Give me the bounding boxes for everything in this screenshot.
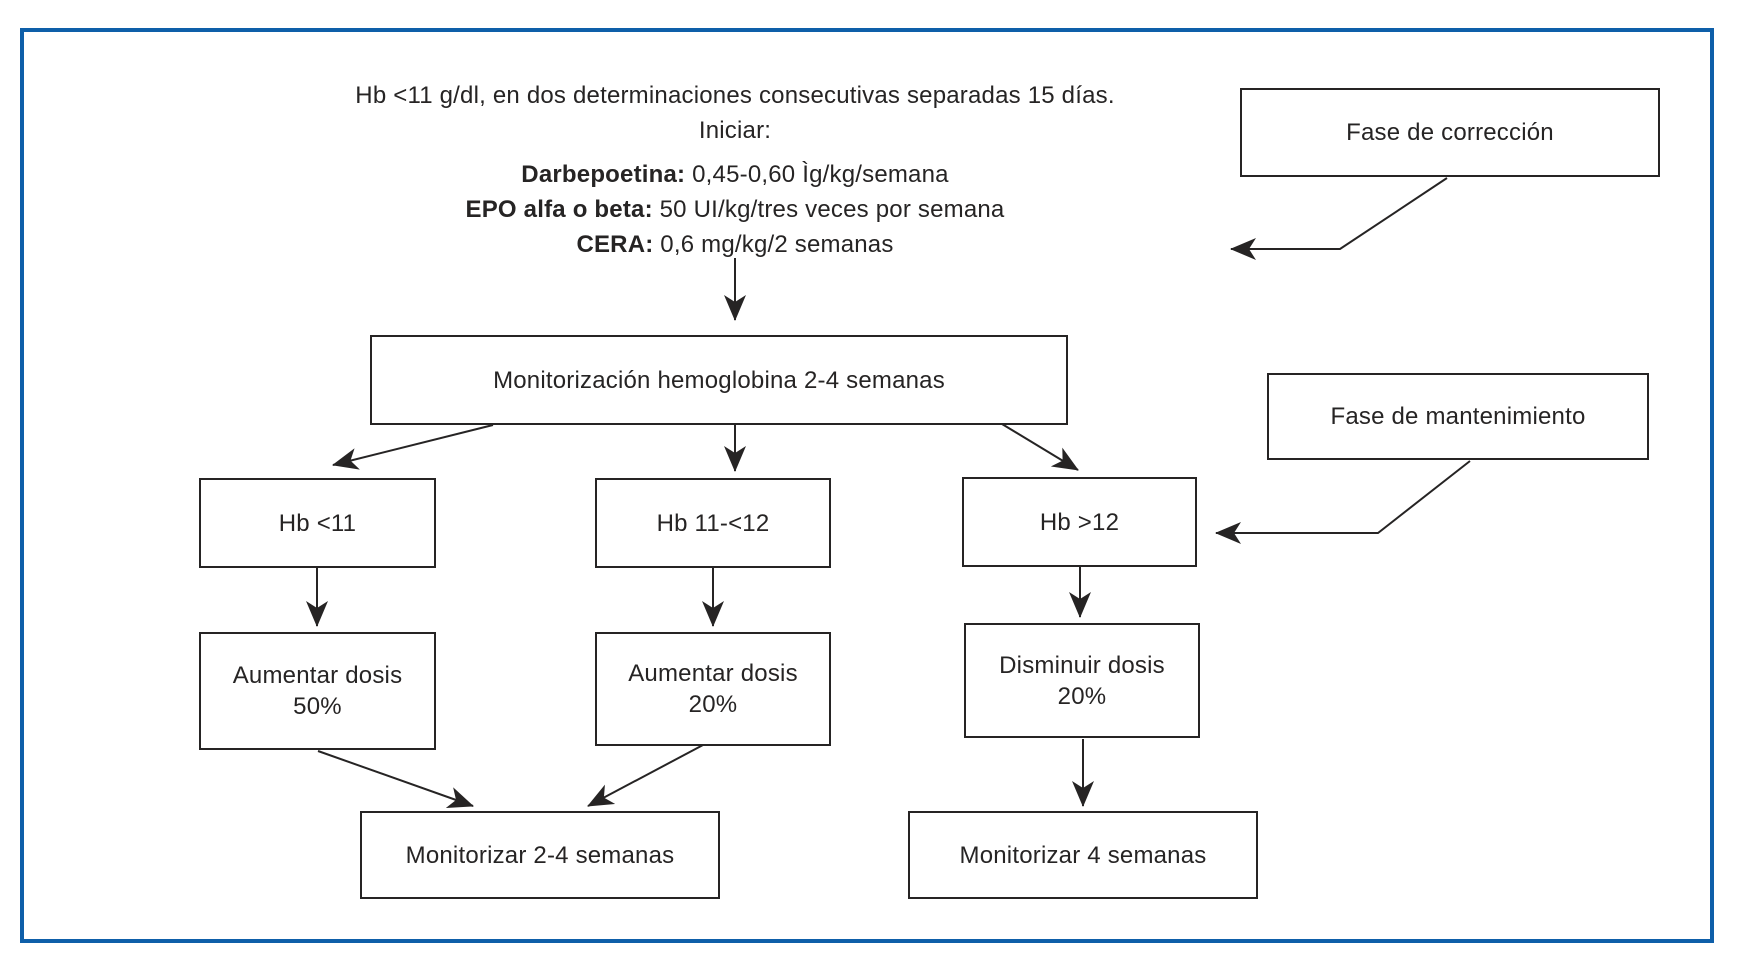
drug-epo: EPO alfa o beta: 50 UI/kg/tres veces por… xyxy=(235,192,1235,227)
phase-maintenance-box: Fase de mantenimiento xyxy=(1267,373,1649,460)
drug-cera: CERA: 0,6 mg/kg/2 semanas xyxy=(235,227,1235,262)
node-increase20-line2: 20% xyxy=(688,691,738,718)
node-increase20-line1: Aumentar dosis xyxy=(628,660,798,687)
drug-cera-dose: 0,6 mg/kg/2 semanas xyxy=(653,231,894,258)
node-monitor4: Monitorizar 4 semanas xyxy=(908,811,1258,899)
drug-cera-name: CERA: xyxy=(576,231,654,258)
drug-darbepoetina: Darbepoetina: 0,45-0,60 Ìg/kg/semana xyxy=(235,157,1235,192)
intro-text: Hb <11 g/dl, en dos determinaciones cons… xyxy=(235,78,1235,262)
node-increase50: Aumentar dosis 50% xyxy=(199,632,436,750)
node-decrease20: Disminuir dosis 20% xyxy=(964,623,1200,738)
node-decrease20-line2: 20% xyxy=(1057,682,1107,710)
node-hb-mid: Hb 11-<12 xyxy=(595,478,831,568)
node-monitor24-label: Monitorizar 2-4 semanas xyxy=(405,841,675,869)
intro-line-iniciar: Iniciar: xyxy=(698,117,772,144)
node-decrease20-line1: Disminuir dosis xyxy=(999,651,1165,679)
node-hb-mid-label: Hb 11-<12 xyxy=(656,509,770,537)
node-hb-high-label: Hb >12 xyxy=(1039,508,1120,536)
drug-list: Darbepoetina: 0,45-0,60 Ìg/kg/semana EPO… xyxy=(235,157,1235,262)
intro-line-criteria: Hb <11 g/dl, en dos determinaciones cons… xyxy=(355,82,1115,109)
drug-darbepoetina-dose: 0,45-0,60 Ìg/kg/semana xyxy=(685,161,949,188)
drug-epo-name: EPO alfa o beta: xyxy=(465,196,653,223)
node-increase20: Aumentar dosis 20% xyxy=(595,632,831,746)
phase-maintenance-label: Fase de mantenimiento xyxy=(1330,403,1586,430)
node-hb-high: Hb >12 xyxy=(962,477,1197,567)
node-monitor4-label: Monitorizar 4 semanas xyxy=(959,841,1207,869)
phase-correction-label: Fase de corrección xyxy=(1346,119,1554,146)
diagram-border xyxy=(20,28,1714,943)
node-monitor-initial-label: Monitorización hemoglobina 2-4 semanas xyxy=(493,366,945,394)
node-increase50-line2: 50% xyxy=(293,693,342,720)
node-hb-low-label: Hb <11 xyxy=(278,509,357,537)
node-monitor-initial: Monitorización hemoglobina 2-4 semanas xyxy=(370,335,1068,425)
phase-correction-box: Fase de corrección xyxy=(1240,88,1660,177)
drug-epo-dose: 50 UI/kg/tres veces por semana xyxy=(652,196,1005,223)
node-monitor24: Monitorizar 2-4 semanas xyxy=(360,811,720,899)
drug-darbepoetina-name: Darbepoetina: xyxy=(521,161,686,188)
node-increase50-line1: Aumentar dosis xyxy=(232,662,403,689)
node-hb-low: Hb <11 xyxy=(199,478,436,568)
